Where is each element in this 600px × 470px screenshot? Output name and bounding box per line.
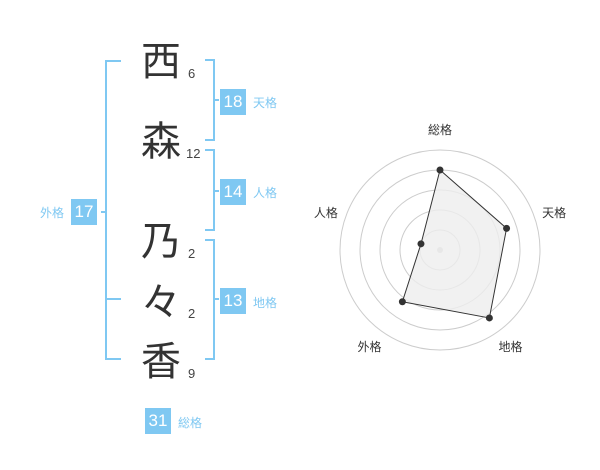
soukaku-label: 総格 (178, 416, 203, 430)
radar-point-2 (485, 314, 493, 322)
name-char-1: 西 (141, 39, 181, 85)
radar-point-0 (436, 166, 444, 174)
name-char-5: 香 (141, 339, 181, 385)
radar-point-4 (417, 240, 425, 248)
gaikaku-bracket (105, 60, 121, 360)
jinkaku-label: 人格 (253, 186, 278, 200)
radar-axis-label-1: 天格 (542, 205, 566, 220)
radar-point-3 (398, 298, 406, 306)
radar-axis-label-3: 外格 (357, 339, 381, 354)
stroke-count-1: 6 (188, 66, 196, 81)
name-char-2: 森 (141, 119, 181, 165)
radar-axis-label-2: 地格 (499, 339, 523, 354)
chikaku-badge: 13 (220, 288, 246, 314)
stroke-count-2: 12 (186, 146, 201, 161)
tenkaku-label: 天格 (253, 96, 278, 110)
radar-axis-label-0: 総格 (428, 122, 452, 137)
radar-ring-5 (339, 149, 541, 351)
stroke-count-5: 9 (188, 366, 196, 381)
radar-polygon (401, 169, 508, 319)
gaikaku-badge: 17 (71, 199, 97, 225)
jinkaku-badge: 14 (220, 179, 246, 205)
gaikaku-label: 外格 (40, 206, 65, 220)
name-char-4: 々 (141, 280, 181, 326)
chikaku-label: 地格 (253, 296, 278, 310)
tenkaku-badge: 18 (220, 89, 246, 115)
stroke-count-3: 2 (188, 246, 196, 261)
radar-point-1 (503, 224, 511, 232)
radar-axis-label-4: 人格 (314, 205, 338, 220)
name-char-3: 乃 (141, 219, 181, 265)
stroke-count-4: 2 (188, 306, 196, 321)
soukaku-badge: 31 (145, 408, 171, 434)
